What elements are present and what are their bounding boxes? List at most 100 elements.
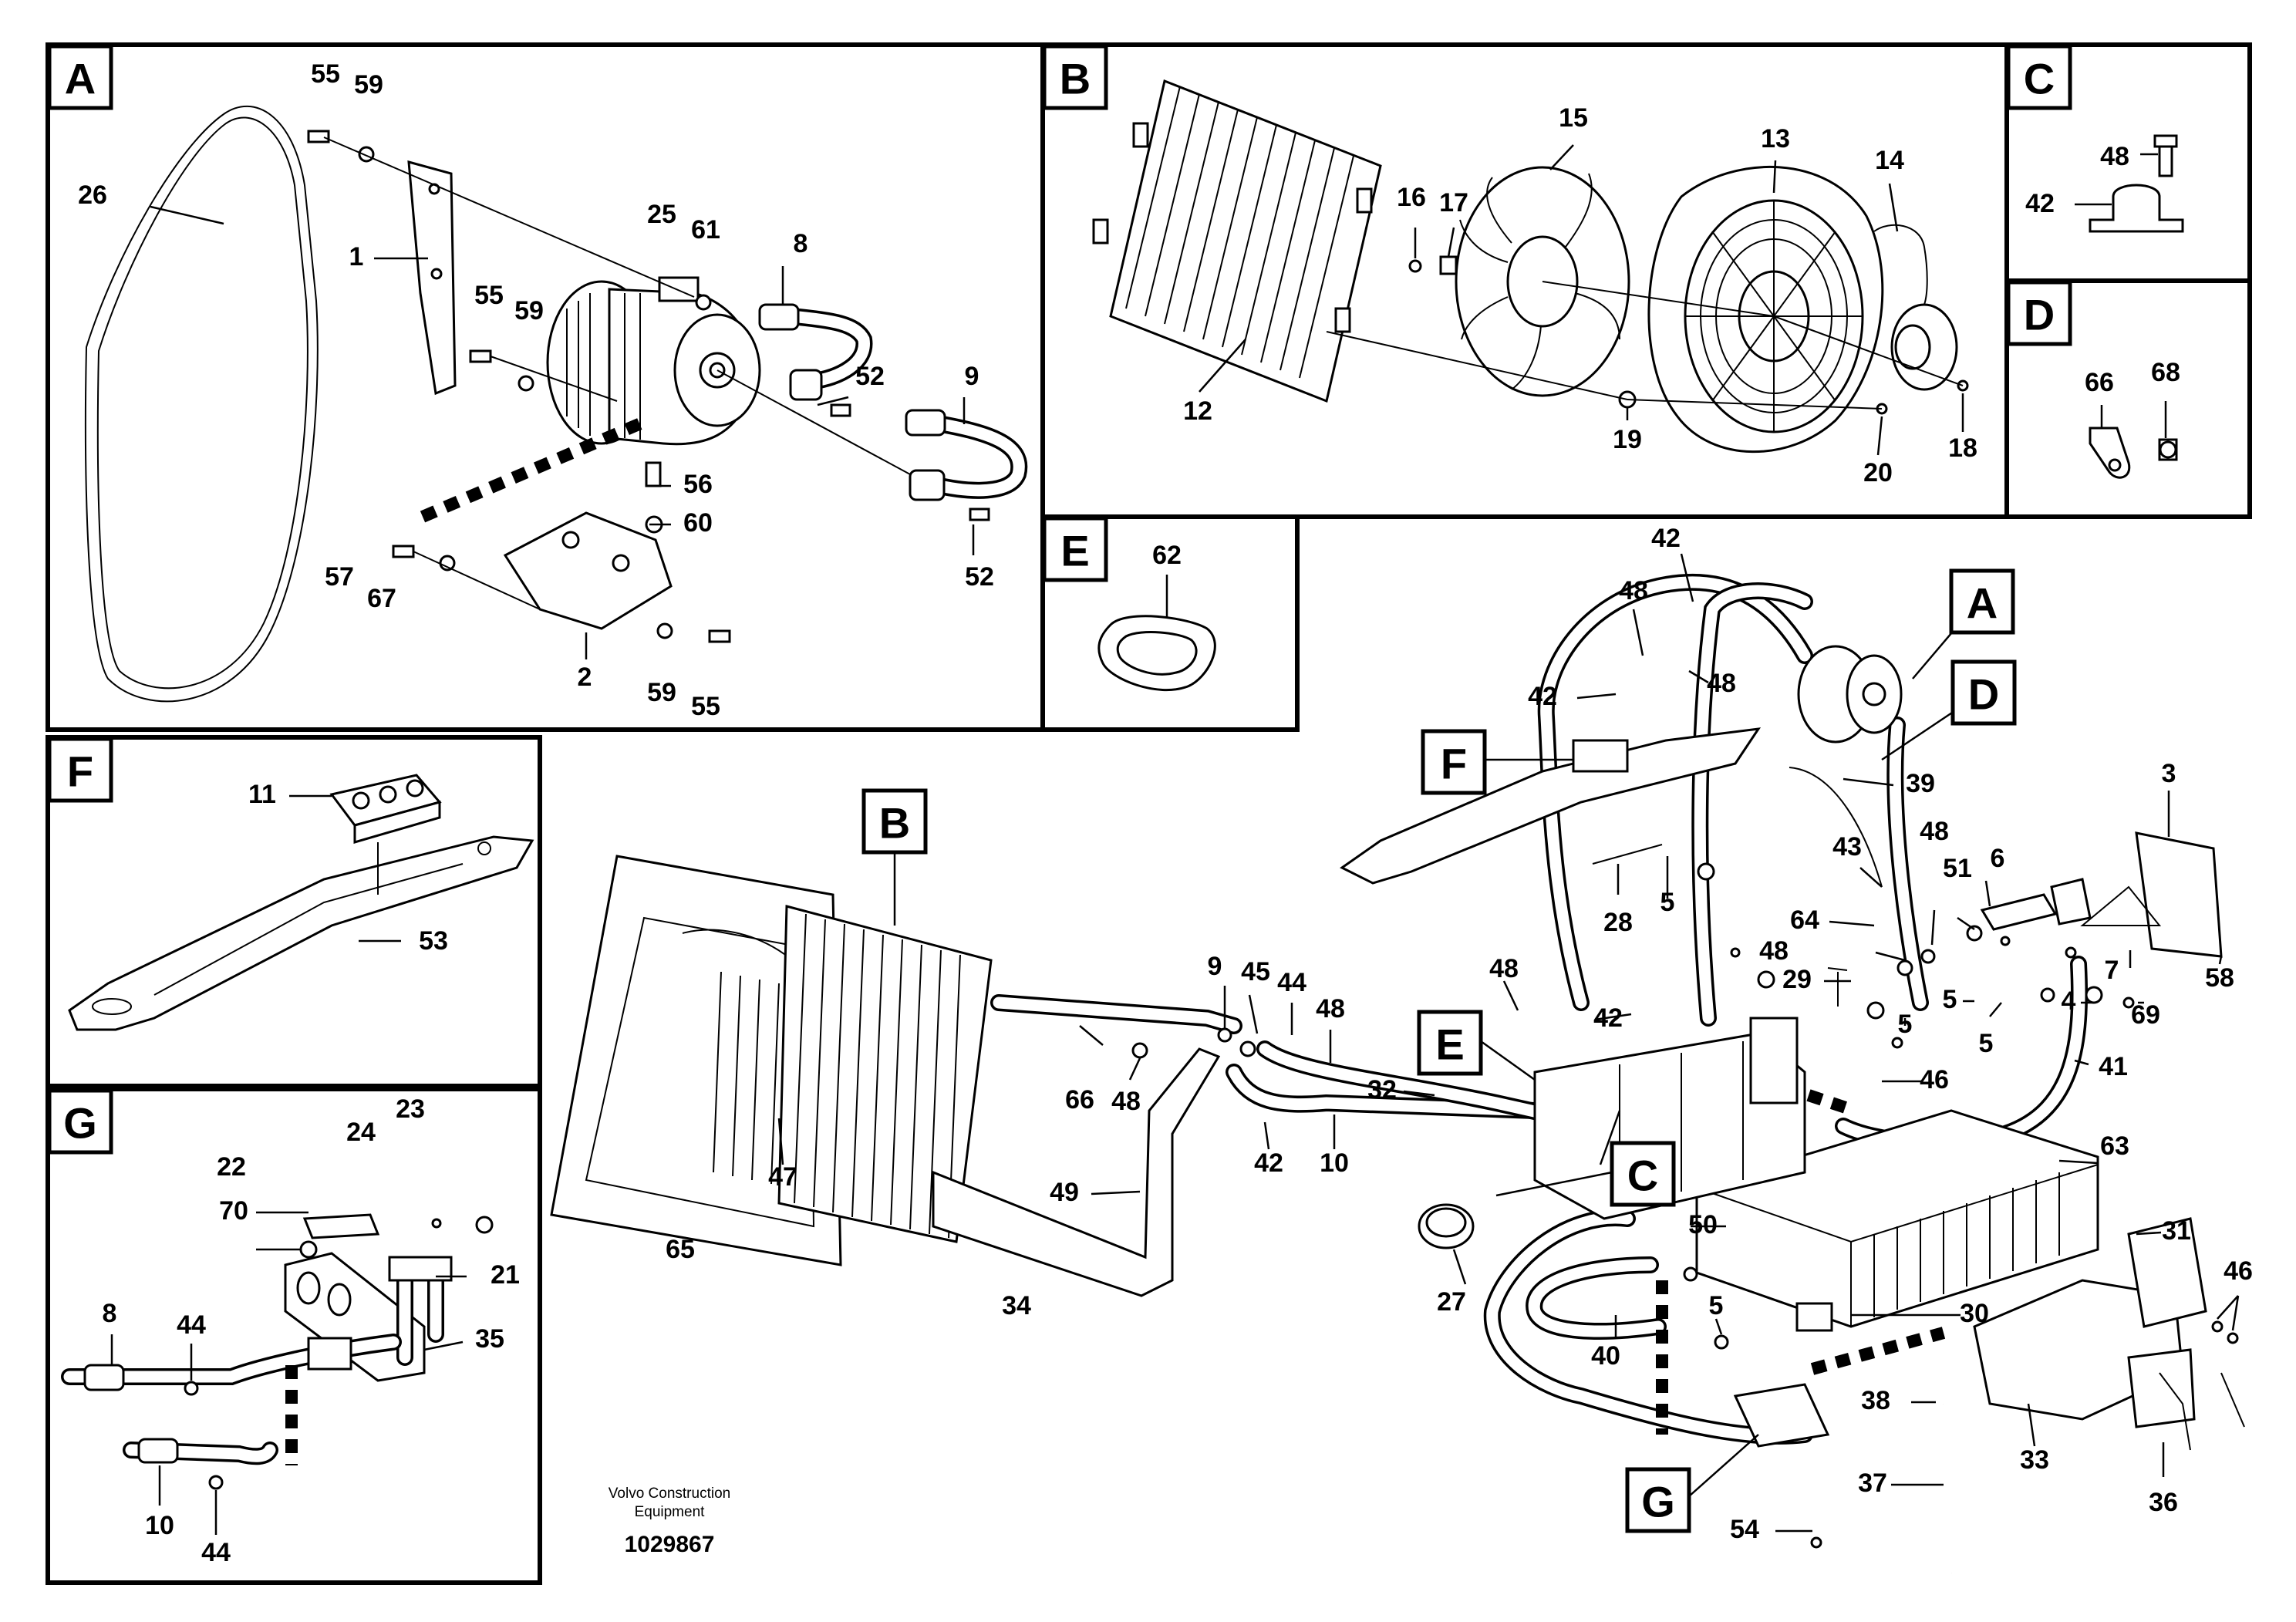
label-48: 48 (1316, 994, 1345, 1023)
switch-block (329, 774, 442, 844)
bracket-1 (407, 160, 457, 396)
label-4: 4 (2062, 986, 2076, 1016)
label-3: 3 (2162, 759, 2176, 788)
label-65: 65 (666, 1235, 695, 1264)
label-32: 32 (1367, 1075, 1397, 1104)
label-7: 7 (2105, 956, 2119, 985)
label-42: 42 (1254, 1148, 1283, 1178)
section-label-C: C (2006, 44, 2072, 110)
brand-line-1: Volvo Construction (609, 1485, 730, 1502)
footer: Volvo Construction Equipment 1029867 (609, 1485, 730, 1557)
condenser-pan (932, 1047, 1221, 1297)
label-55: 55 (474, 281, 504, 310)
label-10: 10 (1320, 1148, 1349, 1178)
label-10: 10 (145, 1511, 174, 1540)
panel-B-drawing: 15 13 14 16 17 12 19 20 18 (1092, 79, 1977, 487)
label-35: 35 (475, 1324, 504, 1354)
callout-D: D (1881, 659, 2017, 761)
section-label-A: A (47, 44, 113, 110)
label-18: 18 (1948, 433, 1977, 463)
label-59: 59 (514, 296, 544, 325)
label-57: 57 (325, 562, 354, 592)
callout-E: E (1417, 1010, 1536, 1081)
label-56: 56 (683, 470, 713, 499)
label-48: 48 (2100, 142, 2129, 171)
section-label-F: F (47, 737, 113, 803)
label-31: 31 (2162, 1216, 2191, 1246)
label-46: 46 (1920, 1065, 1949, 1094)
label-48: 48 (1489, 954, 1519, 983)
bracket-2 (503, 511, 673, 630)
callout-C: C (1495, 1110, 1676, 1207)
label-48: 48 (1707, 669, 1736, 698)
callout-B: B (861, 788, 928, 926)
svg-text:B: B (879, 799, 910, 848)
svg-text:A: A (1967, 579, 1998, 628)
svg-text:A: A (65, 55, 96, 103)
label-24: 24 (346, 1118, 376, 1147)
label-68: 68 (2151, 358, 2180, 387)
svg-text:D: D (2024, 291, 2055, 339)
svg-text:F: F (1441, 740, 1467, 788)
label-8: 8 (103, 1299, 117, 1328)
label-5: 5 (1943, 985, 1957, 1014)
label-37: 37 (1858, 1469, 1887, 1498)
label-21: 21 (491, 1260, 520, 1290)
label-39: 39 (1906, 769, 1935, 798)
label-20: 20 (1863, 458, 1893, 487)
svg-text:E: E (1060, 527, 1089, 575)
condenser (1092, 79, 1382, 403)
ground-tab (2089, 427, 2131, 479)
label-53: 53 (419, 926, 448, 956)
svg-text:C: C (1627, 1152, 1658, 1200)
label-54: 54 (1730, 1515, 1759, 1544)
label-17: 17 (1439, 188, 1468, 218)
label-14: 14 (1875, 146, 1904, 175)
label-19: 19 (1613, 425, 1642, 454)
label-30: 30 (1960, 1299, 1989, 1328)
label-5: 5 (1660, 888, 1675, 917)
label-55: 55 (691, 692, 720, 721)
panel-D-drawing: 66 68 (2085, 358, 2180, 479)
label-13: 13 (1761, 124, 1790, 153)
label-52: 52 (965, 562, 994, 592)
label-59: 59 (647, 678, 676, 707)
panel-F-drawing: 11 53 (68, 774, 534, 1031)
svg-text:G: G (63, 1099, 97, 1148)
label-48: 48 (1920, 817, 1949, 846)
label-29: 29 (1782, 965, 1812, 994)
svg-text:F: F (67, 747, 93, 796)
label-48: 48 (1111, 1087, 1141, 1116)
label-33: 33 (2020, 1445, 2049, 1475)
label-64: 64 (1790, 905, 1819, 935)
section-label-G: G (47, 1088, 113, 1155)
label-26: 26 (78, 180, 107, 210)
label-69: 69 (2131, 1000, 2160, 1030)
svg-text:G: G (1641, 1478, 1675, 1526)
label-61: 61 (691, 215, 720, 244)
label-45: 45 (1241, 957, 1270, 986)
label-22: 22 (217, 1152, 246, 1182)
label-9: 9 (965, 362, 979, 391)
label-44: 44 (177, 1310, 206, 1340)
label-44: 44 (1277, 968, 1306, 997)
label-43: 43 (1832, 832, 1862, 862)
label-66: 66 (1065, 1085, 1094, 1114)
label-41: 41 (2099, 1052, 2128, 1081)
label-47: 47 (768, 1162, 797, 1192)
label-2: 2 (578, 663, 592, 692)
label-38: 38 (1861, 1386, 1890, 1415)
panel-E-drawing: 62 (1097, 541, 1216, 691)
svg-text:E: E (1435, 1020, 1464, 1069)
label-50: 50 (1688, 1210, 1718, 1239)
label-44: 44 (201, 1538, 231, 1567)
fan-motor (1873, 224, 1958, 391)
callout-G: G (1625, 1434, 1759, 1533)
label-46: 46 (2224, 1256, 2253, 1286)
label-28: 28 (1603, 908, 1633, 937)
label-9: 9 (1208, 952, 1222, 981)
condenser-frame (550, 855, 842, 1266)
label-36: 36 (2149, 1488, 2178, 1517)
console-rail (68, 835, 534, 1031)
